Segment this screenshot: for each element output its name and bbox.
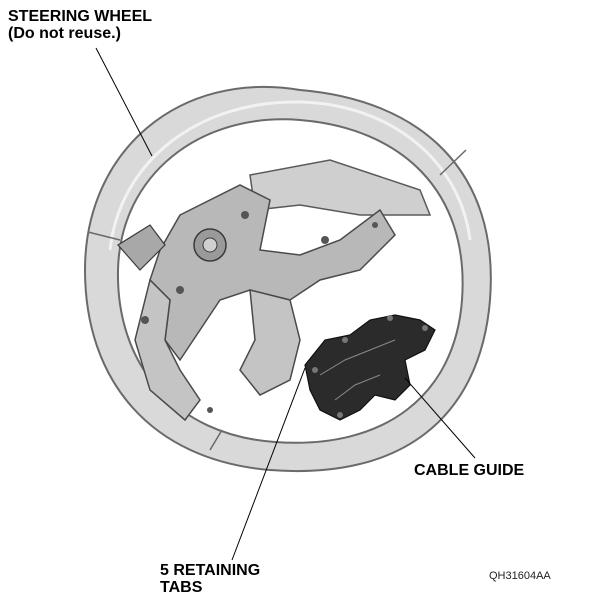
frame-hole [372,222,378,228]
retaining-tab [312,367,318,373]
lower-spoke [240,290,300,395]
hub-boss-inner [203,238,217,252]
frame-hole [207,407,213,413]
steering-wheel-leader [96,48,152,156]
frame-hole [141,316,149,324]
upper-spoke [250,160,430,215]
frame-hole [321,236,329,244]
retaining-tab [337,412,343,418]
frame-hole [176,286,184,294]
retaining-tab [387,315,393,321]
retaining-tab [422,325,428,331]
retaining-tab [342,337,348,343]
frame-hole [241,211,249,219]
